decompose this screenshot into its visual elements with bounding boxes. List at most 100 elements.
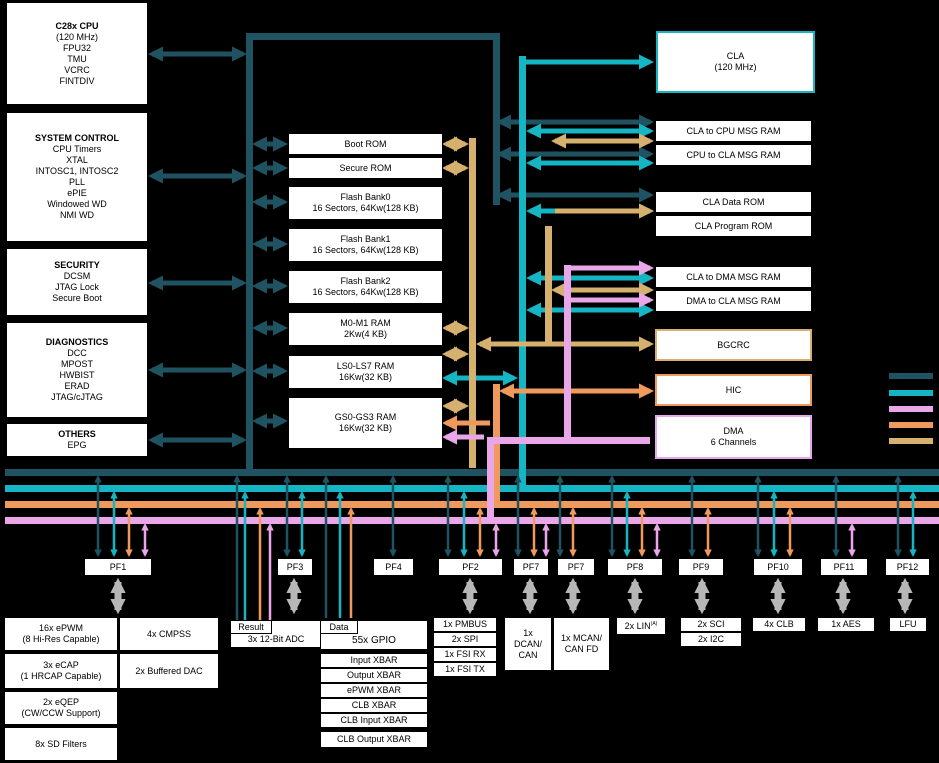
sci-block: 2x SCI	[680, 617, 742, 632]
dma-to-cla-label: DMA to CLA MSG RAM	[686, 295, 781, 306]
system-control-line: CPU Timers	[52, 144, 102, 154]
hic-bus	[5, 501, 939, 508]
output-xbar: Output XBAR	[320, 668, 428, 683]
diagnostics-line: HWBIST	[59, 370, 95, 380]
bgcrc-label: BGCRC	[717, 339, 750, 350]
cla-spine	[519, 56, 526, 488]
sd-filters-label: 8x SD Filters	[35, 738, 87, 749]
cla-freq: (120 MHz)	[714, 62, 757, 72]
clb-block: 4x CLB	[752, 617, 806, 632]
spi-label: 2x SPI	[451, 634, 479, 644]
eqep-note: (CW/CCW Support)	[21, 708, 101, 718]
cpu-to-cla-label: CPU to CLA MSG RAM	[686, 149, 781, 160]
clb-input-xbar-label: CLB Input XBAR	[340, 715, 408, 725]
others-line: EPG	[67, 440, 87, 450]
cla-program-rom: CLA Program ROM	[655, 215, 812, 237]
secure-rom-label: Secure ROM	[339, 162, 392, 173]
pf2-frame: PF2	[438, 558, 503, 576]
output-xbar-label: Output XBAR	[346, 670, 402, 680]
dcan-count: 1x	[523, 627, 533, 638]
diagnostics-line: JTAG/cJTAG	[51, 392, 103, 402]
dma-channels: 6 Channels	[710, 437, 757, 447]
adc-result-tag: Result	[230, 620, 272, 634]
clb-input-xbar: CLB Input XBAR	[320, 713, 428, 728]
sd-filters-block: 8x SD Filters	[4, 727, 118, 761]
cla-to-dma-msg-ram: CLA to DMA MSG RAM	[655, 266, 812, 288]
flash-bank1-name: Flash Bank1	[340, 234, 391, 244]
pf10-frame: PF10	[753, 558, 803, 576]
diagnostics-line: ERAD	[64, 381, 90, 391]
aes-block: 1x AES	[817, 617, 875, 632]
pf8-label: PF8	[626, 561, 644, 572]
security-line: DCSM	[63, 271, 91, 281]
dcan-block: 1x DCAN/ CAN	[504, 617, 552, 671]
dac-label: 2x Buffered DAC	[135, 665, 203, 676]
adc-block: 3x 12-Bit ADC	[230, 620, 322, 648]
cla-to-dma-label: CLA to DMA MSG RAM	[686, 271, 781, 282]
diagnostics-line: MPOST	[60, 359, 93, 369]
clb-output-xbar-label: CLB Output XBAR	[336, 734, 412, 744]
cpu-title: C28x CPU	[55, 20, 99, 31]
pf1-label: PF1	[109, 561, 127, 572]
eqep-block: 2x eQEP (CW/CCW Support)	[4, 691, 118, 725]
pmbus-block: 1x PMBUS	[433, 617, 497, 632]
pf9-frame: PF9	[678, 558, 724, 576]
cla-data-rom: CLA Data ROM	[655, 191, 812, 213]
sci-label: 2x SCI	[697, 619, 725, 629]
dma-to-cla-msg-ram: DMA to CLA MSG RAM	[655, 290, 812, 312]
mcan-block: 1x MCAN/ CAN FD	[553, 617, 610, 671]
hic-label: HIC	[725, 384, 742, 395]
cpu-line: FINTDIV	[59, 75, 95, 86]
dma-bus	[5, 517, 939, 524]
security-title: SECURITY	[54, 260, 100, 270]
pf7-frame-b: PF7	[557, 558, 595, 576]
ecap-count: 3x eCAP	[43, 660, 79, 670]
pf3-label: PF3	[286, 561, 304, 572]
pmbus-label: 1x PMBUS	[442, 619, 487, 629]
cla-data-rom-label: CLA Data ROM	[702, 196, 765, 207]
m0-m1-ram-size: 2Kw(4 KB)	[343, 329, 387, 339]
pf8-frame: PF8	[607, 558, 663, 576]
fsi-rx-block: 1x FSI RX	[433, 647, 497, 662]
lin-block: 2x LIN (A)	[616, 617, 666, 635]
flash-bank0: Flash Bank0 16 Sectors, 64Kw(128 KB)	[288, 186, 443, 220]
gpio-label: 55x GPIO	[352, 635, 396, 646]
fsi-tx-block: 1x FSI TX	[433, 662, 497, 677]
system-control-line: NMI WD	[60, 210, 94, 220]
others-title: OTHERS	[58, 429, 96, 439]
clb-label: 4x CLB	[764, 619, 794, 629]
pf12-frame: PF12	[885, 558, 930, 576]
cpu-line: VCRC	[64, 64, 90, 75]
pf11-label: PF11	[833, 561, 855, 572]
flash-bank2: Flash Bank2 16 Sectors, 64Kw(128 KB)	[288, 270, 443, 304]
adc-label: 3x 12-Bit ADC	[247, 634, 305, 644]
system-control-title: SYSTEM CONTROL	[34, 133, 119, 143]
epwm-xbar-label: ePWM XBAR	[346, 685, 401, 695]
legend-cla	[889, 390, 933, 396]
cpu-bus	[5, 469, 939, 476]
flash-bank0-size: 16 Sectors, 64Kw(128 KB)	[312, 203, 419, 213]
diagnostics-line: DCC	[67, 348, 87, 358]
boot-rom: Boot ROM	[288, 133, 443, 155]
aes-label: 1x AES	[831, 619, 861, 629]
flash-bank2-size: 16 Sectors, 64Kw(128 KB)	[312, 287, 419, 297]
pf7-label: PF7	[567, 561, 585, 572]
ecap-note: (1 HRCAP Capable)	[20, 671, 102, 681]
system-control-line: XTAL	[66, 155, 88, 165]
boot-rom-label: Boot ROM	[344, 138, 387, 149]
dcan-can: CAN	[518, 649, 538, 660]
system-control-line: Windowed WD	[47, 199, 107, 209]
cla-block: CLA (120 MHz)	[656, 31, 815, 93]
cpu-line: TMU	[67, 53, 87, 64]
legend-hic	[889, 422, 933, 428]
m0-m1-ram: M0-M1 RAM 2Kw(4 KB)	[288, 312, 443, 346]
gs-ram: GS0-GS3 RAM 16Kw(32 KB)	[288, 397, 443, 449]
mcan-name: 1x MCAN/	[560, 633, 602, 643]
dma-name: DMA	[723, 426, 744, 436]
i2c-label: 2x I2C	[697, 634, 724, 644]
pf9-label: PF9	[692, 561, 710, 572]
cpu-block: C28x CPU (120 MHz) FPU32 TMU VCRC FINTDI…	[6, 2, 148, 105]
legend-cpu	[889, 373, 933, 379]
legend-dma	[889, 406, 933, 412]
